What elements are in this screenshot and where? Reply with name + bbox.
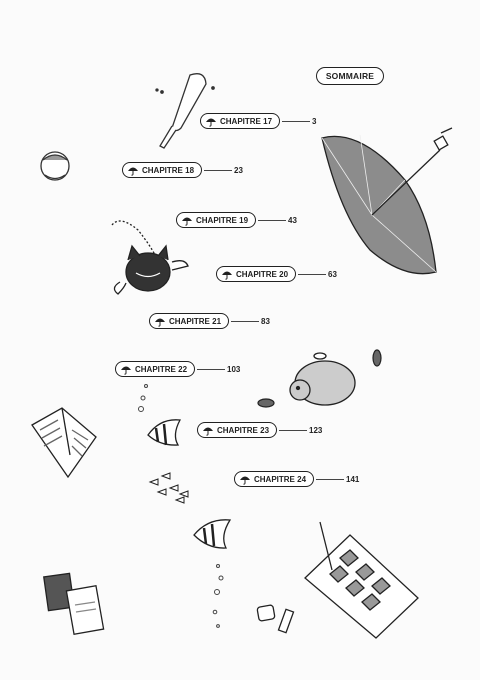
booklets-illustration [43, 572, 105, 636]
cat-keychain-illustration [111, 220, 189, 295]
chapter-page-number: 83 [261, 316, 270, 326]
chapter-label-pill: CHAPITRE 20 [216, 266, 297, 282]
leader-line [282, 120, 311, 122]
chapter-label-pill: CHAPITRE 22 [115, 361, 196, 377]
chapter-label-pill: CHAPITRE 23 [197, 422, 278, 438]
chapter-label-pill: CHAPITRE 18 [122, 162, 203, 178]
leader-line [279, 429, 308, 431]
chapter-page-number: 43 [288, 215, 297, 225]
umbrella-icon [121, 366, 131, 375]
chapter-page-number: 103 [227, 364, 241, 374]
popsicle-illustration [155, 73, 215, 149]
toc-entry-chapter-20: CHAPITRE 20 63 [216, 266, 337, 282]
chapter-label: CHAPITRE 23 [217, 425, 270, 435]
chapter-label-pill: CHAPITRE 24 [234, 471, 315, 487]
umbrella-icon [206, 118, 216, 127]
leader-line [258, 219, 287, 221]
chapter-page-number: 3 [312, 116, 317, 126]
umbrella-icon [182, 217, 192, 226]
toc-entry-chapter-24: CHAPITRE 24 141 [234, 471, 359, 487]
chapter-label: CHAPITRE 18 [142, 165, 195, 175]
fish-school-illustration [148, 472, 189, 504]
bubbles-illustration [138, 384, 224, 628]
umbrella-icon [128, 167, 138, 176]
jar-illustration [256, 604, 295, 634]
chapter-page-number: 23 [234, 165, 243, 175]
leader-line [298, 273, 327, 275]
chapter-page-number: 141 [346, 474, 360, 484]
chapter-label: CHAPITRE 17 [220, 116, 273, 126]
umbrella-icon [203, 427, 213, 436]
toc-entry-chapter-22: CHAPITRE 22 103 [115, 361, 240, 377]
ball-illustration [40, 151, 70, 181]
newspaper-illustration [31, 407, 97, 479]
toc-entry-chapter-18: CHAPITRE 18 23 [122, 162, 243, 178]
fish-illustration-2 [193, 519, 232, 549]
chapter-page-number: 123 [309, 425, 323, 435]
umbrella-icon [240, 476, 250, 485]
seed-illustration [257, 349, 382, 408]
leader-line [204, 169, 233, 171]
page-title: SOMMAIRE [316, 67, 384, 85]
hamster-illustration [289, 352, 356, 406]
chapter-label: CHAPITRE 22 [135, 364, 188, 374]
chapter-label-pill: CHAPITRE 21 [149, 313, 230, 329]
chapter-label-pill: CHAPITRE 17 [200, 113, 281, 129]
chapter-label-pill: CHAPITRE 19 [176, 212, 257, 228]
leader-line [197, 368, 226, 370]
toc-entry-chapter-19: CHAPITRE 19 43 [176, 212, 297, 228]
fish-illustration [147, 419, 182, 446]
umbrella-icon [155, 318, 165, 327]
toc-entry-chapter-21: CHAPITRE 21 83 [149, 313, 270, 329]
chapter-label: CHAPITRE 19 [196, 215, 249, 225]
umbrella-illustration [321, 127, 453, 275]
chapter-label: CHAPITRE 20 [236, 269, 289, 279]
leader-line [231, 320, 260, 322]
toc-entry-chapter-23: CHAPITRE 23 123 [197, 422, 322, 438]
toc-entry-chapter-17: CHAPITRE 17 3 [200, 113, 316, 129]
chapter-label: CHAPITRE 24 [254, 474, 307, 484]
chapter-label: CHAPITRE 21 [169, 316, 222, 326]
umbrella-icon [222, 271, 232, 280]
leader-line [316, 478, 345, 480]
sticker-sheet-illustration [304, 521, 419, 639]
chapter-page-number: 63 [328, 269, 337, 279]
